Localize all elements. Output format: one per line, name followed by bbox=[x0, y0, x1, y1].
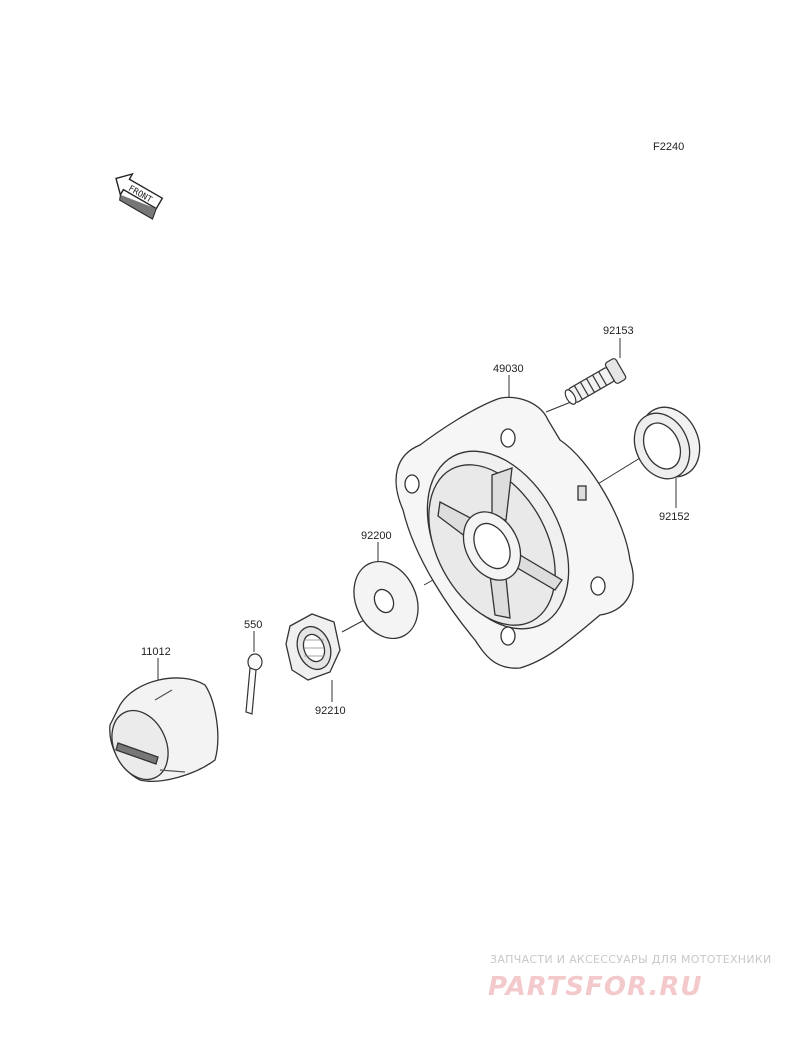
cotter-pin-550 bbox=[245, 653, 263, 715]
part-label-92153: 92153 bbox=[603, 325, 634, 337]
part-label-92210: 92210 bbox=[315, 705, 346, 717]
watermark-logo: PARTSFOR.RU bbox=[488, 972, 702, 1002]
watermark: ЗАПЧАСТИ И АКСЕССУАРЫ ДЛЯ МОТОТЕХНИКИ PA… bbox=[488, 953, 772, 1002]
hub-49030 bbox=[395, 396, 634, 669]
part-label-92200: 92200 bbox=[361, 530, 392, 542]
seal-92152 bbox=[633, 406, 701, 480]
stud-92153 bbox=[564, 358, 627, 405]
figure-code: F2240 bbox=[653, 141, 684, 153]
watermark-tagline: ЗАПЧАСТИ И АКСЕССУАРЫ ДЛЯ МОТОТЕХНИКИ bbox=[490, 953, 772, 966]
part-label-11012: 11012 bbox=[141, 646, 171, 658]
washer-92200 bbox=[353, 560, 419, 640]
nut-92210 bbox=[285, 613, 341, 681]
front-direction-arrow-icon: FRONT bbox=[115, 172, 164, 220]
cap-11012 bbox=[109, 677, 219, 782]
part-label-550: 550 bbox=[244, 619, 262, 631]
part-label-92152: 92152 bbox=[659, 511, 690, 523]
part-label-49030: 49030 bbox=[493, 363, 524, 375]
